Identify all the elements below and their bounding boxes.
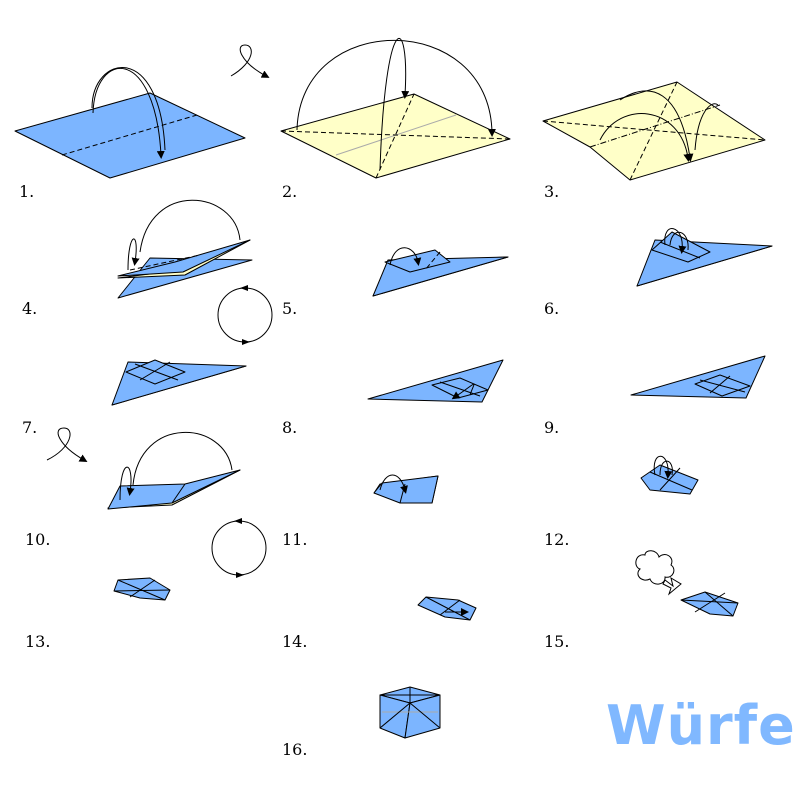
step-3-figure [542,81,766,181]
step-15-figure [680,591,739,617]
step-8-figure [367,359,504,403]
step-5-figure [372,247,509,297]
turn-over-icon [46,427,88,463]
step-13-figure [113,577,171,601]
step-label: 9. [544,418,560,437]
step-12-figure [640,455,699,495]
step-label: 12. [544,530,570,549]
step-label: 2. [282,182,298,201]
step-11-figure [373,474,439,504]
rotate-icon [217,285,273,345]
step-label: 16. [282,740,308,759]
step-label: 6. [544,299,560,318]
step-label: 8. [282,418,298,437]
step-7-figure [111,359,247,406]
step-label: 1. [19,182,35,201]
step-14-figure [417,596,477,621]
diagram-title: Würfel [606,694,800,757]
step-9-figure [630,355,766,399]
step-label: 5. [282,299,298,318]
step-10-figure [107,431,241,510]
step-1-figure [14,67,246,179]
inflate-icon [635,550,682,596]
turn-over-icon [230,44,270,78]
step-16-figure [379,686,441,739]
step-label: 3. [544,182,560,201]
step-4-figure [117,199,253,299]
step-label: 4. [22,299,38,318]
step-label: 7. [22,418,38,437]
rotate-icon [211,518,267,578]
step-2-figure [280,37,511,179]
step-6-figure [636,228,773,287]
step-label: 10. [25,530,51,549]
step-label: 11. [282,530,308,549]
step-label: 15. [544,632,570,651]
step-label: 13. [25,632,51,651]
step-label: 14. [282,632,308,651]
